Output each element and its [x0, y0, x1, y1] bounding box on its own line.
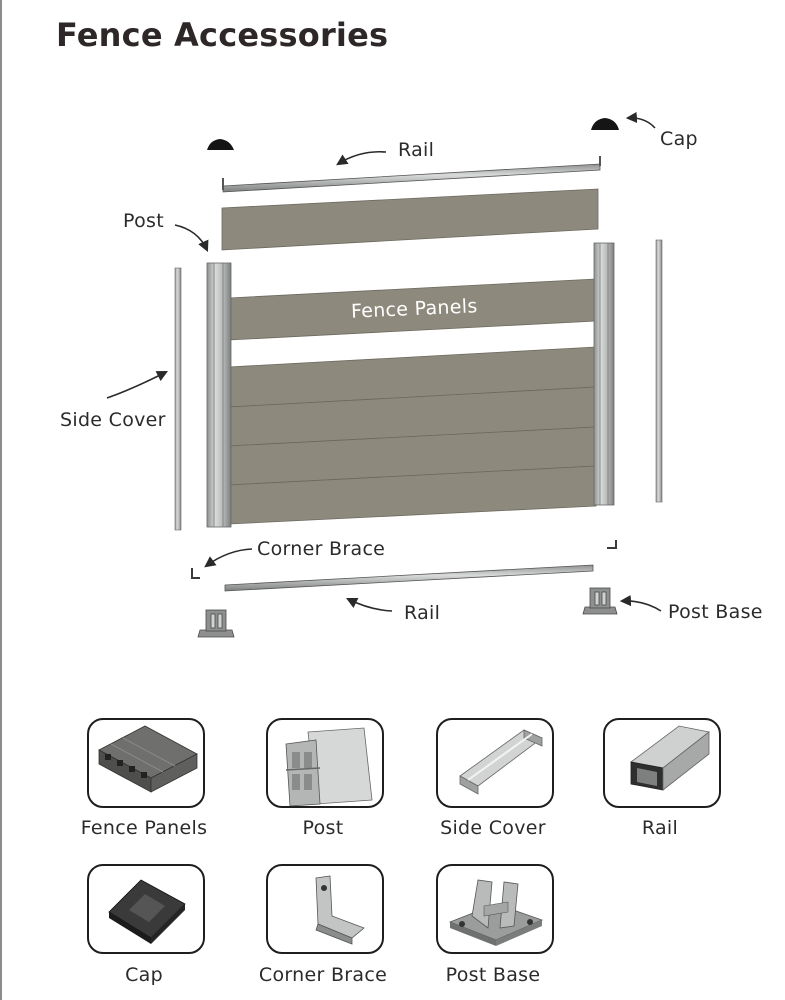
cap-icon	[89, 866, 203, 952]
fence-exploded-diagram	[0, 0, 785, 680]
top-panel-board	[222, 189, 598, 250]
post-base-left-part	[198, 610, 234, 637]
label-corner-brace: Corner Brace	[257, 538, 385, 560]
thumb-post	[266, 718, 384, 808]
arrow-side-cover	[107, 372, 166, 398]
caption-corner-brace: Corner Brace	[249, 964, 397, 986]
label-side-cover: Side Cover	[60, 409, 166, 431]
corner-brace-left-part	[192, 568, 200, 578]
side-cover-right-part	[656, 240, 662, 502]
arrow-cap	[628, 118, 655, 128]
thumb-side-cover	[436, 718, 554, 808]
caption-post: Post	[249, 817, 397, 839]
arrow-post-base	[622, 601, 661, 611]
thumb-fence-panels	[87, 718, 205, 808]
top-rail-part	[223, 156, 600, 192]
caption-post-base: Post Base	[419, 964, 567, 986]
post-base-icon	[438, 866, 552, 952]
label-cap: Cap	[660, 128, 698, 150]
post-left-part	[207, 263, 231, 527]
arrow-rail-bottom	[348, 599, 392, 611]
caption-side-cover: Side Cover	[419, 817, 567, 839]
caption-rail: Rail	[586, 817, 734, 839]
bottom-rail-part	[225, 565, 593, 591]
post-right-part	[594, 243, 614, 505]
thumb-cap	[87, 864, 205, 954]
rail-icon	[605, 720, 719, 806]
post-base-right-part	[583, 588, 617, 614]
thumb-corner-brace	[266, 864, 384, 954]
cap-right-part	[591, 118, 619, 130]
side-cover-icon	[438, 720, 552, 806]
side-cover-left-part	[175, 268, 181, 530]
label-rail-bottom: Rail	[404, 602, 440, 624]
caption-fence-panels: Fence Panels	[70, 817, 218, 839]
corner-brace-right-part	[607, 540, 616, 548]
post-icon	[268, 720, 382, 806]
cap-left-part	[207, 139, 234, 150]
arrow-corner-brace	[206, 549, 252, 566]
arrow-rail-top	[338, 152, 386, 164]
fence-panels-icon	[89, 720, 203, 806]
label-post: Post	[123, 210, 164, 232]
arrow-post	[175, 225, 207, 250]
corner-brace-icon	[268, 866, 382, 952]
label-post-base: Post Base	[668, 601, 763, 623]
thumb-rail	[603, 718, 721, 808]
thumb-post-base	[436, 864, 554, 954]
caption-cap: Cap	[70, 964, 218, 986]
label-rail-top: Rail	[398, 139, 434, 161]
